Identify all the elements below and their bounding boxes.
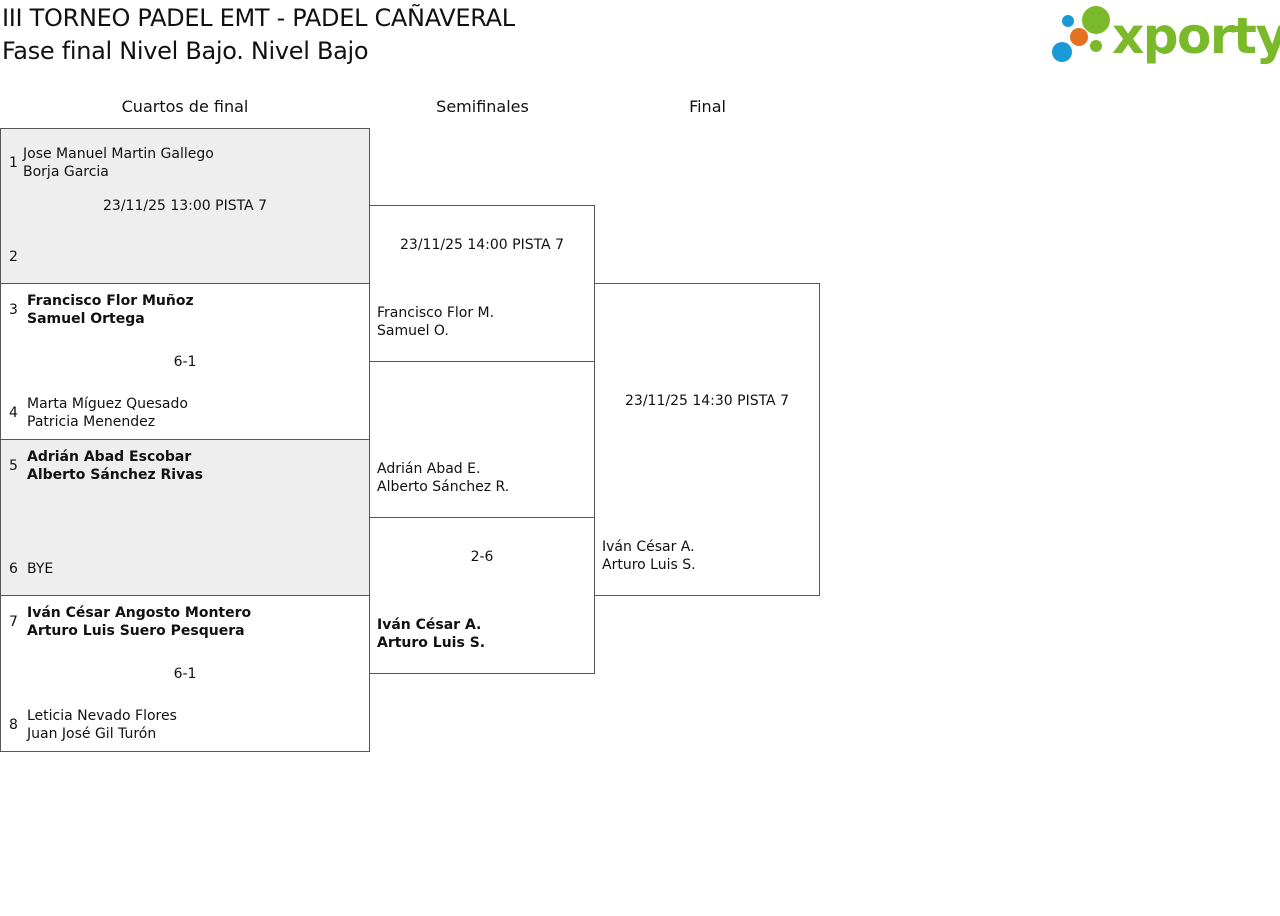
round-title-final: Final [689,97,726,116]
match-score: 6-1 [173,354,197,370]
semifinal-2-team-top[interactable]: Adrián Abad E. Alberto Sánchez R. [377,460,509,496]
seed-number: 1 [9,155,18,171]
seed-number: 7 [9,614,18,630]
seed-number: 5 [9,458,18,474]
team-names: Jose Manuel Martin Gallego Borja Garcia [23,145,214,181]
match-score: 6-1 [173,666,197,682]
team-entry-winner[interactable]: 7 Iván César Angosto Montero Arturo Luis… [1,604,369,640]
team-entry[interactable]: Iván César A. Arturo Luis S. [602,538,696,574]
team-entry-winner[interactable]: Iván César A. Arturo Luis S. [377,616,485,652]
team-entry[interactable]: 4 Marta Míguez Quesado Patricia Menendez [1,395,369,431]
seed-number: 2 [9,249,18,265]
phase-subtitle: Fase final Nivel Bajo. Nivel Bajo [2,37,369,65]
logo-dot-orange [1070,28,1088,46]
team-names: Adrián Abad Escobar Alberto Sánchez Riva… [27,448,203,484]
semifinal-match-1[interactable]: 23/11/25 14:00 PISTA 7 Francisco Flor M.… [369,205,595,362]
logo-dot-green-small [1090,40,1102,52]
semifinal-match-2[interactable]: 2-6 Iván César A. Arturo Luis S. [369,517,595,674]
player-name: Borja Garcia [23,164,109,180]
player-name: Alberto Sánchez Rivas [27,467,204,483]
match-score: 2-6 [470,549,494,565]
player-name: Arturo Luis S. [602,557,696,573]
match-info: 23/11/25 14:00 PISTA 7 [400,237,564,253]
match-info: 23/11/25 14:30 PISTA 7 [625,393,789,409]
player-name: Francisco Flor M. [377,305,495,321]
logo-dot-green [1082,6,1110,34]
player-name: Iván César A. [377,617,482,633]
player-name: Leticia Nevado Flores [27,708,177,724]
player-name: Samuel Ortega [27,311,145,327]
logo-wordmark: xporty [1112,7,1280,65]
team-entry[interactable]: 6 BYE [1,560,369,596]
final-match[interactable]: 23/11/25 14:30 PISTA 7 Iván César A. Art… [594,283,820,596]
logo-dot-blue-small [1062,15,1074,27]
player-name: Francisco Flor Muñoz [27,293,194,309]
quarterfinal-match-4[interactable]: 7 Iván César Angosto Montero Arturo Luis… [0,595,370,752]
seed-number: 6 [9,561,18,577]
team-names: BYE [27,560,53,578]
round-title-semifinals: Semifinales [436,97,529,116]
player-name: Samuel O. [377,323,449,339]
seed-number: 8 [9,717,18,733]
player-name: Arturo Luis S. [377,635,486,651]
team-entry-winner[interactable]: 3 Francisco Flor Muñoz Samuel Ortega [1,292,369,328]
quarterfinal-match-1[interactable]: 1 Jose Manuel Martin Gallego Borja Garci… [0,128,370,284]
quarterfinal-match-2[interactable]: 3 Francisco Flor Muñoz Samuel Ortega 6-1… [0,283,370,440]
player-name: Iván César A. [602,539,695,555]
team-entry[interactable]: 1 Jose Manuel Martin Gallego Borja Garci… [1,145,369,181]
player-name: BYE [27,561,54,577]
team-entry[interactable]: 8 Leticia Nevado Flores Juan José Gil Tu… [1,707,369,743]
tournament-title: III TORNEO PADEL EMT - PADEL CAÑAVERAL [2,4,515,32]
team-entry[interactable]: 2 [1,248,369,284]
seed-number: 3 [9,302,18,318]
logo-dot-blue [1052,42,1072,62]
team-names: Francisco Flor Muñoz Samuel Ortega [27,292,194,328]
round-title-quarterfinals: Cuartos de final [121,97,249,116]
team-entry[interactable]: Francisco Flor M. Samuel O. [377,304,494,340]
team-entry-winner[interactable]: 5 Adrián Abad Escobar Alberto Sánchez Ri… [1,448,369,484]
team-names: Marta Míguez Quesado Patricia Menendez [27,395,188,431]
player-name: Arturo Luis Suero Pesquera [27,623,245,639]
seed-number: 4 [9,405,18,421]
match-info: 23/11/25 13:00 PISTA 7 [103,198,267,214]
team-names: Leticia Nevado Flores Juan José Gil Turó… [27,707,177,743]
player-name: Patricia Menendez [27,414,156,430]
player-name: Alberto Sánchez R. [377,479,510,495]
player-name: Marta Míguez Quesado [27,396,188,412]
team-names: Iván César Angosto Montero Arturo Luis S… [27,604,251,640]
xporty-logo: xporty [1050,4,1280,68]
player-name: Iván César Angosto Montero [27,605,252,621]
player-name: Jose Manuel Martin Gallego [23,146,214,162]
player-name: Adrián Abad Escobar [27,449,192,465]
player-name: Adrián Abad E. [377,461,481,477]
player-name: Juan José Gil Turón [27,726,157,742]
quarterfinal-match-3[interactable]: 5 Adrián Abad Escobar Alberto Sánchez Ri… [0,439,370,596]
